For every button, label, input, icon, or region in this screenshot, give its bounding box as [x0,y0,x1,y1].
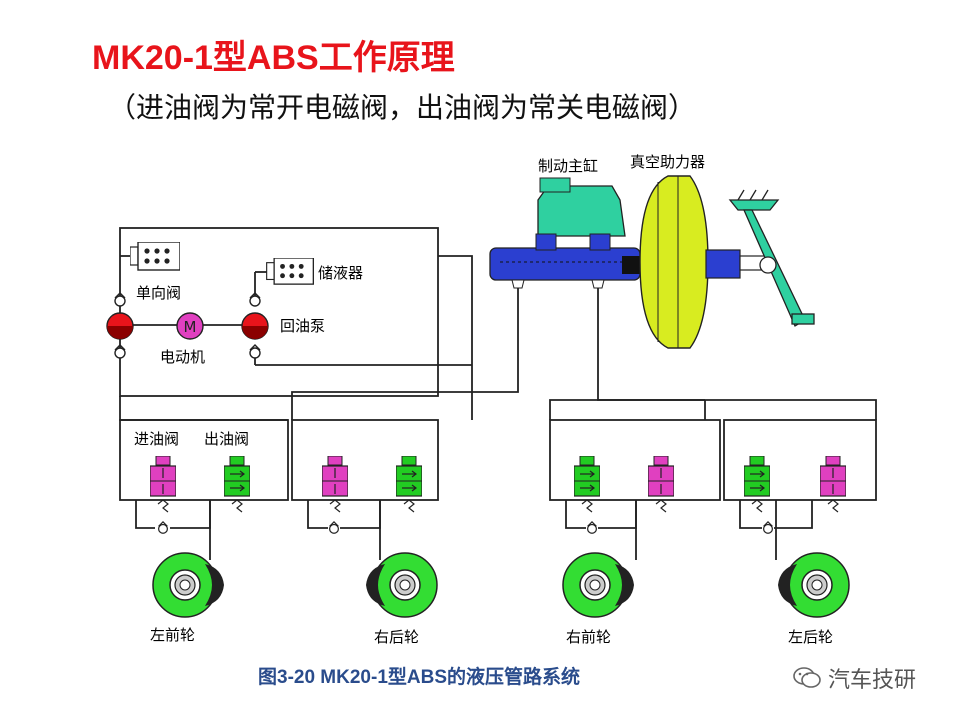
inlet-valve-icon [150,456,176,513]
hydraulic-lines [119,227,877,560]
wheel-icon [365,552,438,618]
label-check-valve: 单向阀 [136,284,181,302]
return-pump-icon [241,312,269,340]
label-master-cylinder: 制动主缸 [538,157,598,175]
check-valve-icon [158,521,168,534]
return-pump-icon [106,312,134,340]
label-outlet-valve: 出油阀 [204,430,249,448]
figure-caption: 图3-20 MK20-1型ABS的液压管路系统 [258,667,580,688]
outlet-valve-icon [574,456,600,513]
label-inlet-valve: 进油阀 [134,430,179,448]
outlet-valve-icon [224,456,250,513]
check-valve-icon [763,521,773,534]
vacuum-booster [639,175,769,349]
label-vacuum-booster: 真空助力器 [630,153,705,171]
label-return-pump: 回油泵 [280,317,325,335]
wheel-icon [152,552,225,618]
wechat-icon [793,667,821,688]
motor-symbol: M [184,318,197,336]
outlet-valve-icon [744,456,770,513]
label-right-front-wheel: 右前轮 [566,628,611,646]
label-reservoir: 储液器 [318,264,363,282]
reservoir-icon [266,258,314,285]
check-valve-icon [587,521,597,534]
check-valve-icon [249,344,261,359]
check-valve-icon [329,521,339,534]
watermark-text: 汽车技研 [828,668,917,693]
watermark: 汽车技研 [792,662,916,694]
page-title: MK20-1型ABS工作原理 [92,39,455,77]
inlet-valve-icon [820,456,846,513]
label-right-rear-wheel: 右后轮 [374,628,419,646]
inlet-valve-icon [322,456,348,513]
wheel-icon [562,552,635,618]
brake-pedal [728,189,815,327]
label-motor: 电动机 [160,348,205,366]
inlet-valve-icon [648,456,674,513]
label-left-rear-wheel: 左后轮 [788,628,833,646]
motor-icon: M [176,312,204,340]
master-cylinder [489,177,641,289]
page-subtitle: （进油阀为常开电磁阀，出油阀为常关电磁阀） [108,91,697,124]
wheel-icon [777,552,850,618]
label-left-front-wheel: 左前轮 [150,626,195,644]
reservoir-icon [130,242,180,271]
outlet-valve-icon [396,456,422,513]
